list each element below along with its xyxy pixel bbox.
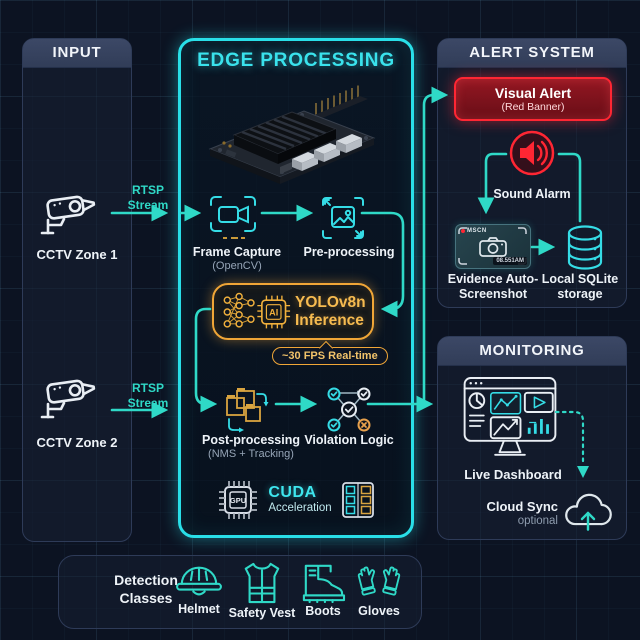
rec-indicator: MSCN <box>461 228 487 234</box>
edge-processing-title: EDGE PROCESSING <box>197 50 395 71</box>
database-icon <box>567 225 603 270</box>
cloud-upload-icon <box>565 493 612 531</box>
postprocessing-block: Post-processing (NMS + Tracking) <box>191 433 311 461</box>
detection-class-boots: Boots <box>288 561 358 618</box>
cctv-zone-2-label: CCTV Zone 2 <box>36 435 118 450</box>
boots-label: Boots <box>305 604 341 618</box>
cctv-camera-icon <box>40 195 96 235</box>
cctv-zone-1-label: CCTV Zone 1 <box>36 247 118 262</box>
input-panel-title: INPUT <box>23 39 131 68</box>
camera-icon <box>479 237 507 257</box>
evidence-screenshot-icon: MSCN 08.551AM <box>455 224 531 269</box>
preprocessing-label: Pre-processing <box>303 245 395 259</box>
violation-logic-icon <box>327 387 371 432</box>
rtsp-stream-label: RTSP Stream <box>127 381 169 410</box>
visual-alert-banner: Visual Alert (Red Banner) <box>454 77 612 121</box>
postprocessing-sublabel: (NMS + Tracking) <box>208 448 294 460</box>
boots-icon <box>302 564 346 603</box>
rtsp-stream-label: RTSP Stream <box>127 183 169 212</box>
speaker-icon <box>509 130 555 176</box>
frame-capture-icon <box>210 196 256 239</box>
preprocess-image-icon <box>322 197 364 239</box>
frame-capture-label: Frame Capture <box>192 245 282 259</box>
monitoring-panel: MONITORING <box>437 336 627 540</box>
helmet-icon <box>176 566 222 596</box>
sqlite-storage-label: Local SQLite storage <box>541 272 619 301</box>
fps-badge: ~30 FPS Real-time <box>272 340 388 365</box>
cuda-acceleration-block: GPU CUDA Acceleration <box>181 478 411 522</box>
sound-alarm-label: Sound Alarm <box>493 187 571 201</box>
yolo-inference-block: AI YOLOv8n Inference <box>212 283 374 340</box>
dashboard-monitor-icon <box>463 377 557 456</box>
cloud-sync-block: Cloud Sync optional <box>474 499 558 528</box>
cloud-sync-label: Cloud Sync <box>486 499 558 514</box>
neural-network-ai-chip-icon: AI <box>223 292 291 328</box>
bounding-boxes-icon <box>226 388 269 433</box>
monitoring-title: MONITORING <box>438 337 626 366</box>
detection-class-helmet: Helmet <box>164 561 234 616</box>
fps-badge-label: ~30 FPS Real-time <box>282 350 378 362</box>
safety-vest-icon <box>244 562 280 604</box>
yolo-inference-label: YOLOv8n Inference <box>295 294 366 329</box>
cctv-camera-icon <box>40 379 96 419</box>
cloud-sync-sublabel: optional <box>517 514 558 527</box>
rec-label: MSCN <box>467 228 487 234</box>
alert-system-title: ALERT SYSTEM <box>438 39 626 68</box>
rec-dot-icon <box>461 229 465 233</box>
detection-classes-label: Detection Classes <box>114 572 178 607</box>
timestamp-badge: 08.551AM <box>493 257 527 265</box>
violation-logic-label: Violation Logic <box>304 433 394 447</box>
live-dashboard-label: Live Dashboard <box>464 467 562 482</box>
gloves-label: Gloves <box>358 604 400 618</box>
ai-chip-label: AI <box>269 307 278 317</box>
jetson-board-illustration <box>208 85 376 184</box>
gpu-chip-icon: GPU <box>219 481 258 519</box>
detection-class-gloves: Gloves <box>344 561 414 618</box>
visual-alert-sublabel: (Red Banner) <box>501 101 565 114</box>
edge-processing-panel: EDGE PROCESSING <box>178 38 414 538</box>
input-panel: INPUT CCTV Zone 1 <box>22 38 132 542</box>
evidence-label: Evidence Auto-Screenshot <box>447 272 539 301</box>
visual-alert-label: Visual Alert <box>494 84 572 101</box>
detection-class-safety-vest: Safety Vest <box>225 561 299 620</box>
helmet-label: Helmet <box>178 602 220 616</box>
postprocessing-label: Post-processing <box>202 433 300 447</box>
frame-capture-block: Frame Capture (OpenCV) <box>181 245 293 273</box>
cuda-title: CUDA <box>268 483 317 501</box>
alert-system-panel: ALERT SYSTEM Visual Alert (Red Banner) S… <box>437 38 627 308</box>
memory-grid-icon <box>341 482 374 518</box>
gloves-icon <box>357 566 401 596</box>
frame-capture-sublabel: (OpenCV) <box>212 260 262 272</box>
cuda-subtitle: Acceleration <box>268 501 332 514</box>
gpu-chip-label: GPU <box>230 496 246 505</box>
detection-classes-panel: Detection Classes Helmet Safet <box>58 555 422 629</box>
cuda-text: CUDA Acceleration <box>268 483 332 516</box>
safety-vest-label: Safety Vest <box>228 606 296 620</box>
